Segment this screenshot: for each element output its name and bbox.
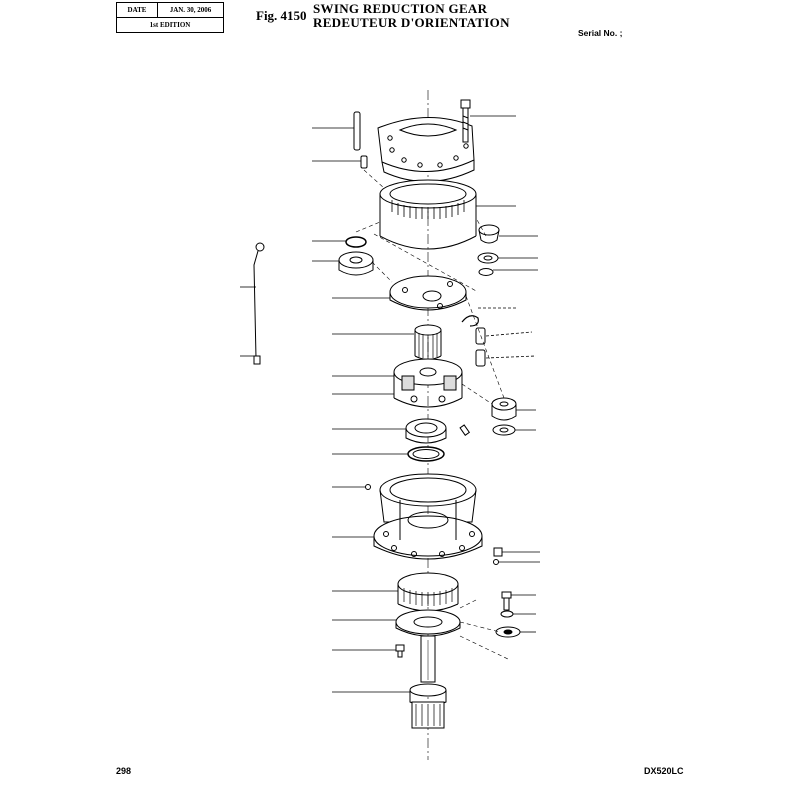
snap-ring-1 [345, 236, 367, 248]
spring-pin-1 [475, 327, 486, 345]
carrier-plate-1 [389, 275, 467, 311]
planet-gear-2 [491, 397, 517, 421]
sun-gear [414, 324, 442, 360]
top-housing [377, 117, 475, 182]
dowel-pin-short [360, 155, 368, 169]
figure-number: Fig. 4150 [256, 8, 307, 23]
title-french: REDEUTEUR D'ORIENTATION [313, 15, 510, 30]
level-gauge [253, 242, 265, 365]
spring-washer [500, 610, 514, 618]
ring-gear [379, 179, 477, 250]
hex-bolt-top [460, 99, 471, 143]
small-pin [459, 424, 471, 436]
dowel-pin-long [353, 111, 361, 151]
plug-oring [478, 268, 494, 276]
roller-bearing [397, 572, 459, 612]
drain-plug [478, 224, 500, 244]
title-english: SWING REDUCTION GEAR [313, 1, 488, 16]
serial-number-label: Serial No. ; [578, 28, 623, 38]
spring-pin-2 [475, 349, 486, 367]
date-value: JAN. 30, 2006 [169, 6, 212, 14]
plug-washer [477, 252, 499, 264]
date-label: DATE [117, 3, 158, 17]
planet-carrier [393, 358, 463, 408]
planet-gear-1 [338, 251, 374, 276]
edition-label: 1st EDITION [149, 21, 191, 29]
small-screw [365, 484, 371, 490]
page-number: 298 [116, 766, 132, 776]
thrust-washer [492, 424, 516, 436]
gear-casing [373, 473, 483, 560]
flat-washer [495, 626, 521, 638]
seal-ring [407, 446, 445, 462]
set-bolt [395, 644, 405, 658]
assembly-guides [355, 169, 511, 661]
model-name: DX520LC [644, 766, 684, 776]
leader-lines-right [470, 115, 540, 633]
cover-bolt [501, 591, 512, 611]
needle-bearing [405, 418, 447, 444]
pinion-shaft [409, 635, 447, 729]
leader-lines-left [240, 127, 414, 693]
seal-cover [395, 609, 461, 637]
circlip [461, 315, 479, 327]
revision-box: DATE JAN. 30, 2006 1st EDITION [116, 2, 224, 33]
